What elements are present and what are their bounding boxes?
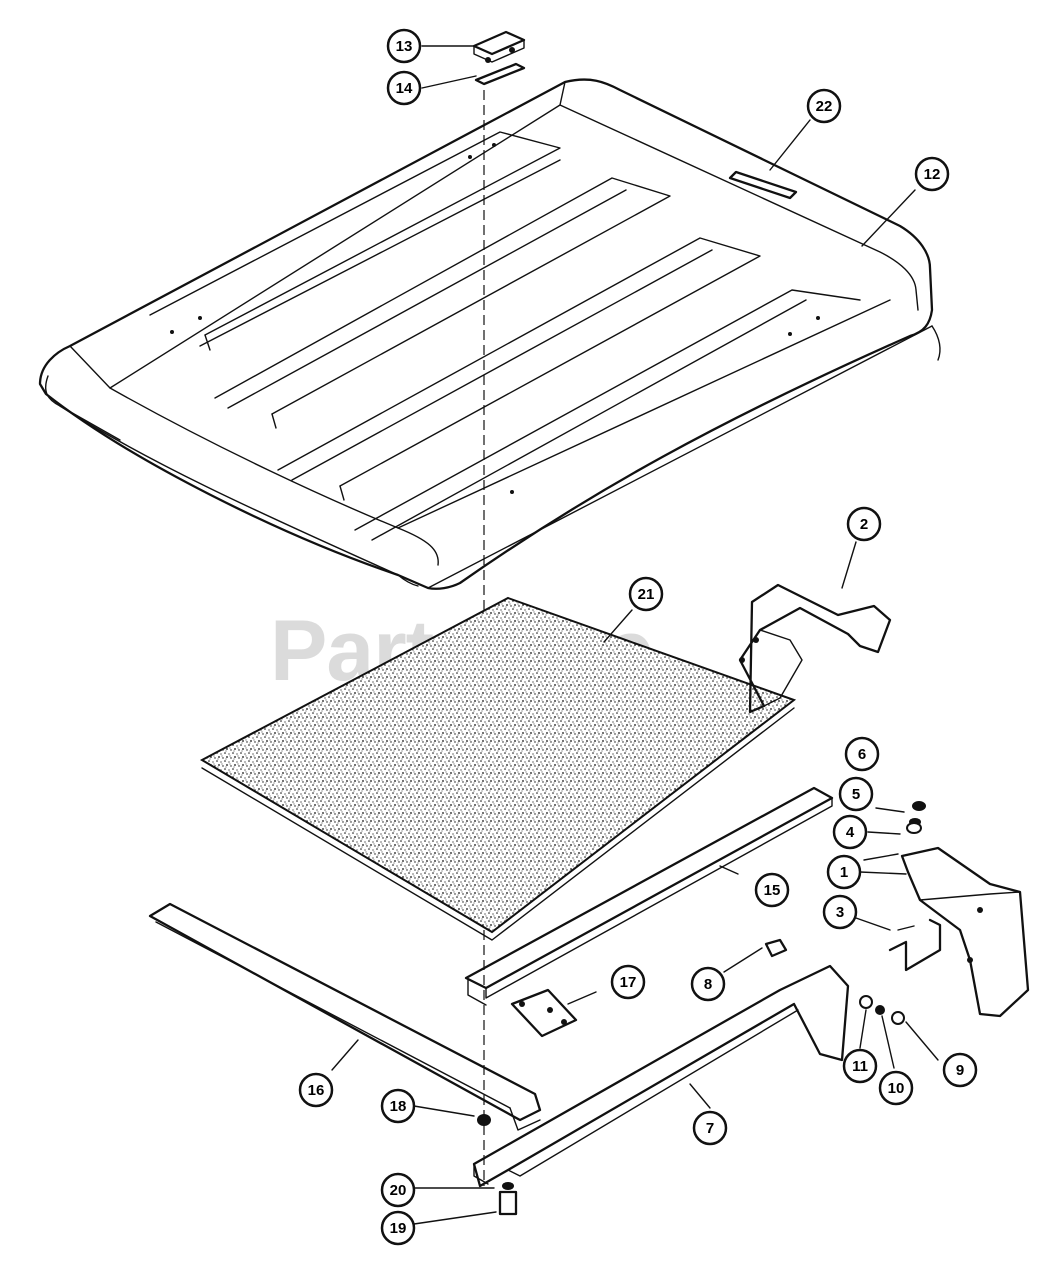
callout-9: 9: [942, 1052, 978, 1088]
callout-15: 15: [754, 872, 790, 908]
top-pad: [474, 62, 526, 86]
svg-text:14: 14: [396, 80, 413, 97]
roof-panel: [38, 78, 941, 590]
svg-text:5: 5: [852, 786, 860, 803]
leader-lines: [331, 45, 939, 1225]
svg-text:19: 19: [390, 1220, 407, 1237]
support-strut: [472, 964, 850, 1188]
side-bracket: [900, 846, 1030, 1018]
mount-bracket: [510, 988, 578, 1038]
svg-text:12: 12: [924, 166, 941, 183]
svg-text:4: 4: [846, 824, 855, 841]
callout-3: 3: [822, 894, 858, 930]
callout-17: 17: [610, 964, 646, 1000]
callout-22: 22: [806, 88, 842, 124]
svg-text:21: 21: [638, 586, 655, 603]
callout-8: 8: [690, 966, 726, 1002]
front-rail: [148, 902, 542, 1131]
trim-strip: [728, 170, 798, 200]
floor-mat: [199, 596, 797, 941]
callout-2: 2: [846, 506, 882, 542]
callout-7: 7: [692, 1110, 728, 1146]
callout-1: 1: [826, 854, 862, 890]
svg-text:2: 2: [860, 516, 868, 533]
svg-text:18: 18: [390, 1098, 407, 1115]
callout-4: 4: [832, 814, 868, 850]
svg-text:9: 9: [956, 1062, 964, 1079]
callout-6: 6: [844, 736, 880, 772]
callout-10: 10: [878, 1070, 914, 1106]
svg-text:22: 22: [816, 98, 833, 115]
svg-text:16: 16: [308, 1082, 325, 1099]
svg-text:20: 20: [390, 1182, 407, 1199]
svg-text:8: 8: [704, 976, 712, 993]
hardware: [477, 801, 926, 1216]
callout-14: 14: [386, 70, 422, 106]
callout-13: 13: [386, 28, 422, 64]
callout-12: 12: [914, 156, 950, 192]
callout-18: 18: [380, 1088, 416, 1124]
stud-plate: [888, 918, 942, 972]
svg-text:13: 13: [396, 38, 413, 55]
svg-text:15: 15: [764, 882, 781, 899]
callout-16: 16: [298, 1072, 334, 1108]
upper-bracket: [738, 583, 892, 714]
callout-19: 19: [380, 1210, 416, 1246]
callout-20: 20: [380, 1172, 416, 1208]
callout-11: 11: [842, 1048, 878, 1084]
svg-text:10: 10: [888, 1080, 905, 1097]
cap-plate: [472, 30, 526, 63]
callout-21: 21: [628, 576, 664, 612]
svg-text:17: 17: [620, 974, 637, 991]
rear-rail: [464, 786, 834, 1006]
svg-text:11: 11: [852, 1058, 868, 1075]
svg-text:6: 6: [858, 746, 866, 763]
callout-5: 5: [838, 776, 874, 812]
svg-text:1: 1: [840, 864, 848, 881]
svg-text:7: 7: [706, 1120, 714, 1137]
svg-text:3: 3: [836, 904, 844, 921]
